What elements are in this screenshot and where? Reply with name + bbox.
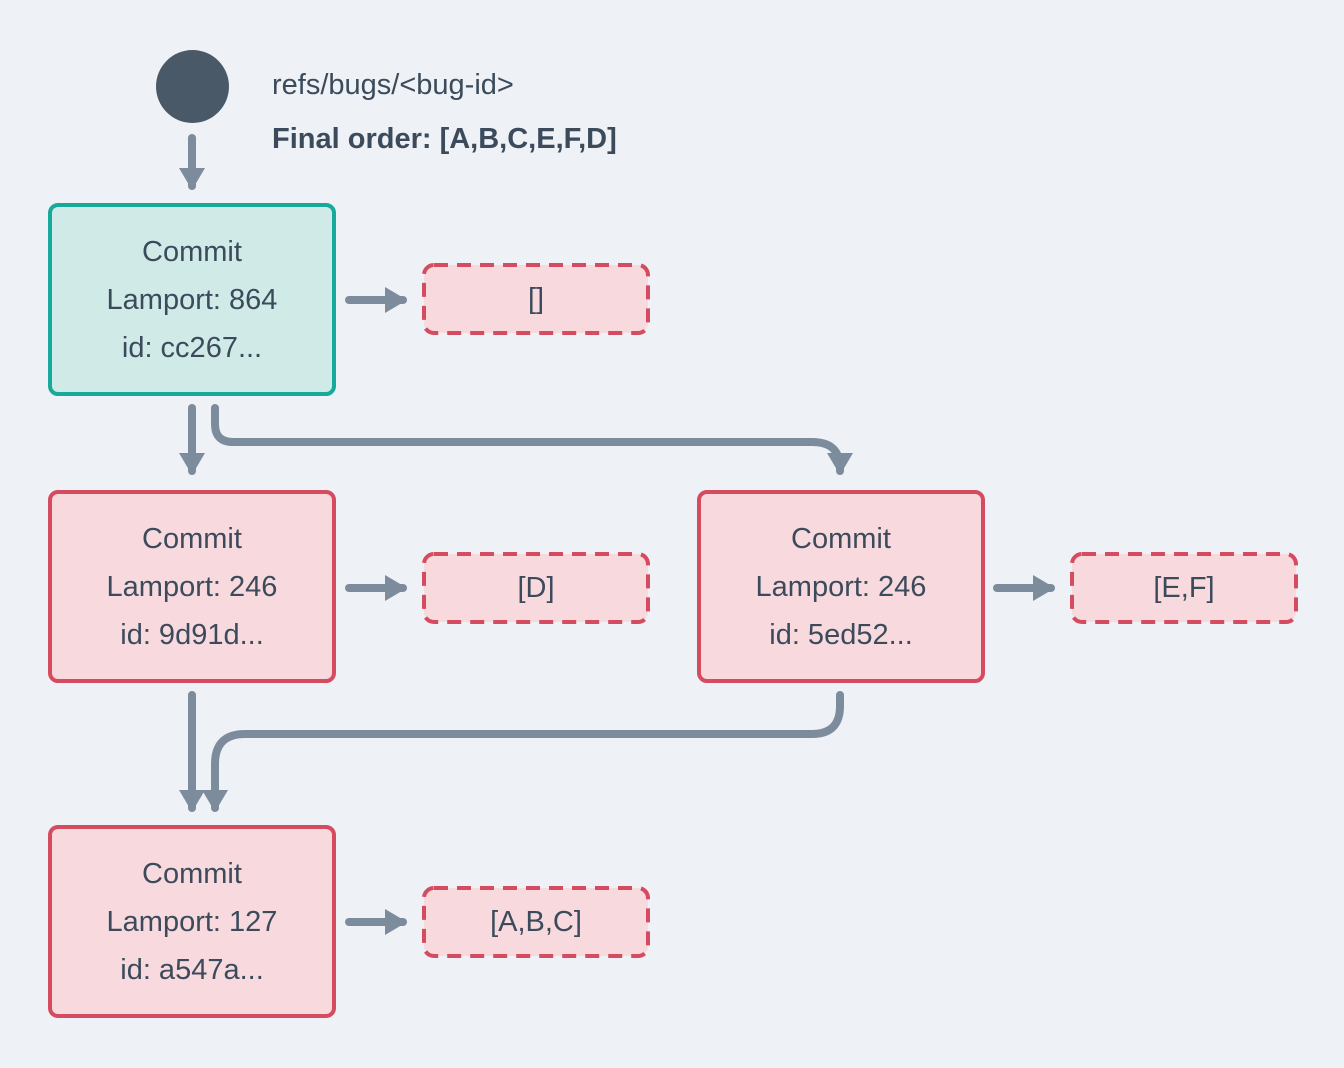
edge-right-to-bottom xyxy=(202,691,844,812)
final-order-label: Final order: [A,B,C,E,F,D] xyxy=(272,123,617,155)
commit-node-root: Commit Lamport: 864 id: cc267... xyxy=(48,203,336,396)
commit-node-left: Commit Lamport: 246 id: 9d91d... xyxy=(48,490,336,683)
commit-node-bottom: Commit Lamport: 127 id: a547a... xyxy=(48,825,336,1018)
operations-label: [D] xyxy=(517,571,555,604)
commit-lamport: Lamport: 246 xyxy=(106,570,278,603)
dashed-frame xyxy=(422,263,650,335)
dashed-frame xyxy=(1070,552,1298,624)
dashed-frame xyxy=(422,552,650,624)
commit-id: id: a547a... xyxy=(120,953,264,986)
commit-title: Commit xyxy=(142,235,242,268)
commit-id: id: cc267... xyxy=(121,331,263,364)
operations-box-root: [] xyxy=(422,263,650,335)
operations-label: [E,F] xyxy=(1153,571,1215,604)
commit-lamport: Lamport: 246 xyxy=(755,570,927,603)
ref-label: refs/bugs/<bug-id> xyxy=(272,69,514,101)
commit-node-right: Commit Lamport: 246 id: 5ed52... xyxy=(697,490,985,683)
operations-box-left: [D] xyxy=(422,552,650,624)
operations-box-right: [E,F] xyxy=(1070,552,1298,624)
ref-head-circle xyxy=(156,50,229,123)
commit-lamport: Lamport: 864 xyxy=(106,283,278,316)
operations-label: [] xyxy=(527,282,545,315)
operations-box-bottom: [A,B,C] xyxy=(422,886,650,958)
commit-title: Commit xyxy=(791,522,891,555)
dashed-frame xyxy=(422,886,650,958)
commit-title: Commit xyxy=(142,522,242,555)
commit-id: id: 9d91d... xyxy=(120,618,264,651)
commit-id: id: 5ed52... xyxy=(769,618,913,651)
commit-title: Commit xyxy=(142,857,242,890)
commit-lamport: Lamport: 127 xyxy=(106,905,278,938)
edge-root-to-right xyxy=(211,404,853,475)
operations-label: [A,B,C] xyxy=(490,905,582,938)
